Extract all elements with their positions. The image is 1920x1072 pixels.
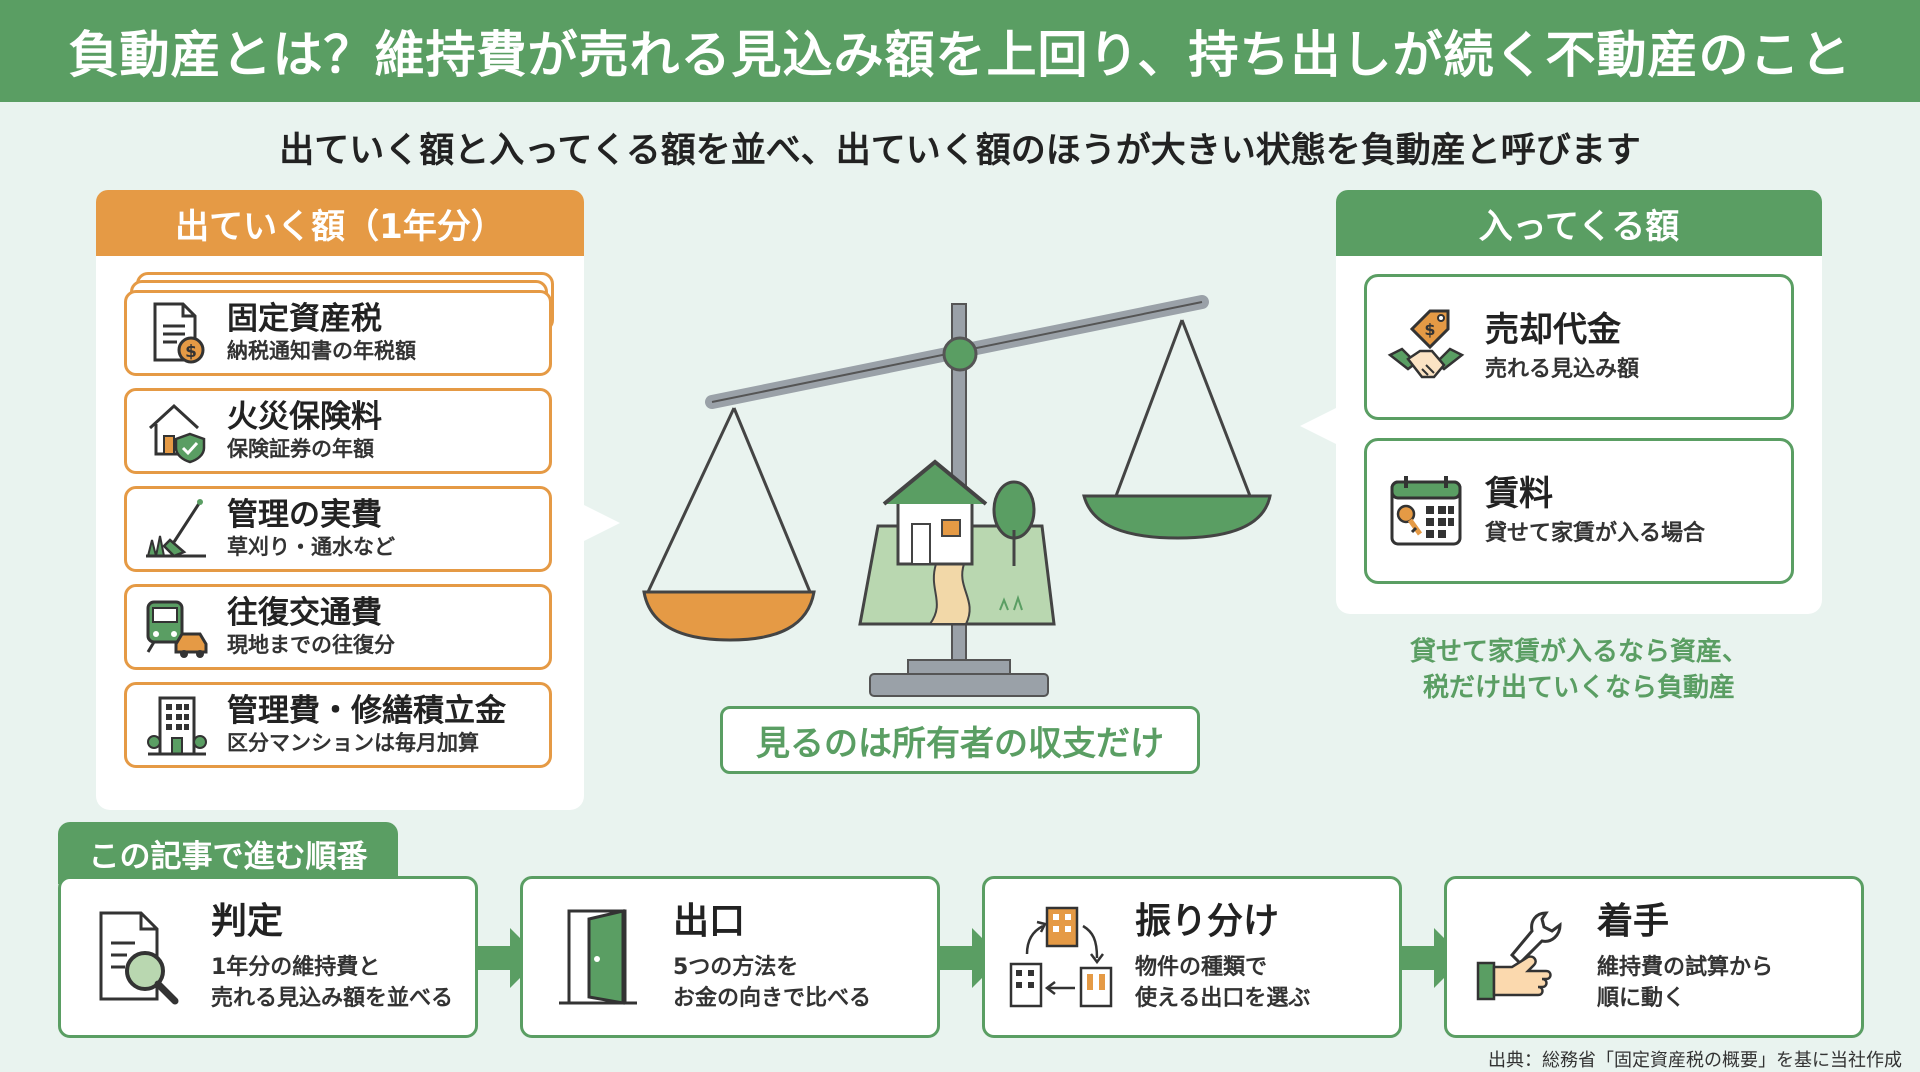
cost-item-desc: 保険証券の年額 bbox=[227, 436, 374, 461]
step-desc-line1: 1年分の維持費と bbox=[211, 954, 381, 980]
subtitle: 出ていく額と入ってくる額を並べ、出ていく額のほうが大きい状態を負動産と呼びます bbox=[279, 131, 1641, 171]
cost-item-label: 往復交通費 bbox=[227, 594, 382, 631]
step-desc-line2: 順に動く bbox=[1597, 986, 1686, 1012]
step-judgement: 判定 1年分の維持費と 売れる見込み額を並べる bbox=[58, 876, 478, 1038]
outgoing-panel-title: 出ていく額（1年分） bbox=[96, 190, 584, 256]
cost-item-desc: 納税通知書の年税額 bbox=[227, 338, 416, 363]
cost-item-desc: 現地までの往復分 bbox=[227, 632, 395, 657]
income-item-desc: 売れる見込み額 bbox=[1485, 356, 1640, 382]
cost-item-desc: 草刈り・通水など bbox=[227, 534, 395, 559]
income-item-desc: 貸せて家賃が入る場合 bbox=[1485, 520, 1706, 546]
cost-item-maintenance: 管理の実費 草刈り・通水など bbox=[124, 486, 552, 572]
income-item-label: 賃料 bbox=[1485, 474, 1553, 515]
svg-text:$: $ bbox=[185, 342, 197, 362]
balance-scale-icon bbox=[630, 290, 1290, 710]
handshake-price-tag-icon: $ bbox=[1367, 277, 1485, 417]
step-exit: 出口 5つの方法を お金の向きで比べる bbox=[520, 876, 940, 1038]
step-desc-line2: 売れる見込み額を並べる bbox=[211, 986, 454, 1012]
outgoing-pointer bbox=[584, 505, 620, 541]
income-item-rent: 賃料 貸せて家賃が入る場合 bbox=[1364, 438, 1794, 584]
source-citation: 出典：総務省「固定資産税の概要」を基に当社作成 bbox=[1488, 1050, 1902, 1071]
cost-item-management-fee: 管理費・修繕積立金 区分マンションは毎月加算 bbox=[124, 682, 552, 768]
step-desc-line1: 維持費の試算から bbox=[1597, 954, 1774, 980]
cost-item-label: 管理の実費 bbox=[227, 496, 382, 533]
header-bar: 負動産とは？維持費が売れる見込み額を上回り、持ち出しが続く不動産のこと bbox=[0, 0, 1920, 102]
train-car-icon bbox=[127, 587, 227, 667]
step-desc-line1: 物件の種類で bbox=[1135, 954, 1268, 980]
step-desc-line1: 5つの方法を bbox=[673, 954, 799, 980]
grass-trimmer-icon bbox=[127, 489, 227, 569]
cost-item-label: 管理費・修繕積立金 bbox=[227, 692, 506, 729]
cost-item-property-tax: $ 固定資産税 納税通知書の年税額 bbox=[124, 290, 552, 376]
open-door-icon bbox=[523, 879, 673, 1035]
document-search-icon bbox=[61, 879, 211, 1035]
incoming-pointer bbox=[1300, 408, 1336, 444]
incoming-note-line2: 税だけ出ていくなら負動産 bbox=[1422, 673, 1735, 704]
steps-title: この記事で進む順番 bbox=[58, 822, 398, 884]
tax-document-icon: $ bbox=[127, 293, 227, 373]
building-icon bbox=[127, 685, 227, 765]
incoming-panel-title: 入ってくる額 bbox=[1336, 190, 1822, 256]
buildings-cycle-icon bbox=[985, 879, 1135, 1035]
incoming-note: 貸せて家賃が入るなら資産、 税だけ出ていくなら負動産 bbox=[1336, 634, 1822, 707]
cost-item-fire-insurance: 火災保険料 保険証券の年額 bbox=[124, 388, 552, 474]
cost-item-label: 火災保険料 bbox=[227, 398, 382, 435]
cost-item-desc: 区分マンションは毎月加算 bbox=[227, 730, 479, 755]
hand-wrench-icon bbox=[1447, 879, 1597, 1035]
cost-item-travel: 往復交通費 現地までの往復分 bbox=[124, 584, 552, 670]
calendar-key-icon bbox=[1367, 441, 1485, 581]
cost-item-label: 固定資産税 bbox=[227, 300, 382, 337]
step-desc-line2: お金の向きで比べる bbox=[673, 986, 872, 1012]
step-sorting: 振り分け 物件の種類で 使える出口を選ぶ bbox=[982, 876, 1402, 1038]
incoming-note-line1: 貸せて家賃が入るなら資産、 bbox=[1409, 637, 1748, 667]
incoming-panel: 入ってくる額 $ 売却代金 売れる見込み額 bbox=[1336, 190, 1822, 614]
center-label: 見るのは所有者の収支だけ bbox=[720, 706, 1200, 774]
step-label: 振り分け bbox=[1135, 900, 1280, 942]
income-item-sale-price: $ 売却代金 売れる見込み額 bbox=[1364, 274, 1794, 420]
step-label: 判定 bbox=[211, 900, 284, 942]
outgoing-panel: 出ていく額（1年分） $ 固定資産税 納税通知書の年税額 bbox=[96, 190, 584, 810]
step-start: 着手 維持費の試算から 順に動く bbox=[1444, 876, 1864, 1038]
step-label: 出口 bbox=[673, 900, 746, 942]
house-shield-icon bbox=[127, 391, 227, 471]
svg-text:$: $ bbox=[1424, 320, 1435, 339]
page-title: 負動産とは？維持費が売れる見込み額を上回り、持ち出しが続く不動産のこと bbox=[68, 26, 1852, 84]
income-item-label: 売却代金 bbox=[1485, 310, 1621, 351]
step-desc-line2: 使える出口を選ぶ bbox=[1135, 986, 1311, 1012]
step-label: 着手 bbox=[1597, 900, 1670, 942]
